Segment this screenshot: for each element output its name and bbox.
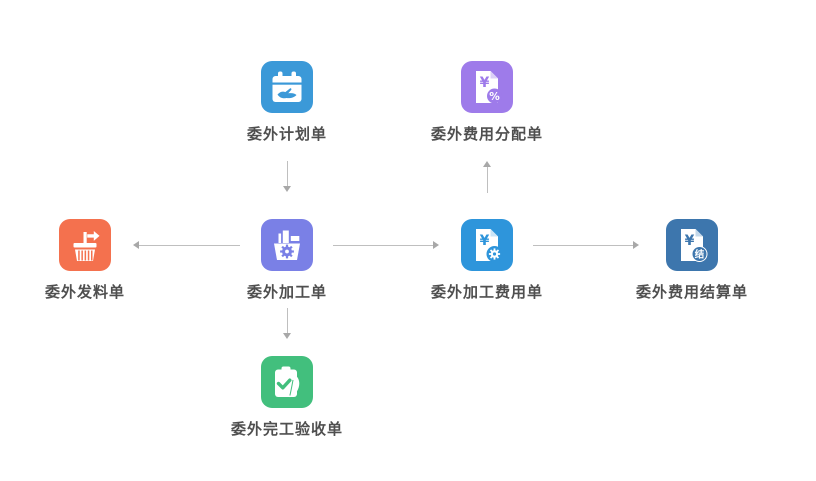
svg-text:¥: ¥ — [480, 233, 490, 249]
svg-text:¥: ¥ — [480, 75, 490, 91]
basket-out-icon[interactable] — [59, 219, 111, 271]
node-processing[interactable]: 委外加工单 — [207, 219, 367, 302]
svg-text:结: 结 — [694, 249, 705, 261]
node-label-processing: 委外加工单 — [246, 284, 327, 301]
node-label-plan: 委外计划单 — [246, 126, 327, 143]
node-label-cost-settlement: 委外费用结算单 — [635, 284, 748, 301]
node-label-processing-cost: 委外加工费用单 — [430, 284, 543, 301]
yuan-settle-doc-icon[interactable]: ¥ 结 — [666, 219, 718, 271]
calendar-hand-glyph — [272, 71, 302, 102]
node-material-issue[interactable]: 委外发料单 — [5, 219, 165, 302]
node-cost-allocation[interactable]: ¥ % 委外费用分配单 — [407, 61, 567, 144]
node-plan[interactable]: 委外计划单 — [207, 61, 367, 144]
yuan-gear-doc-glyph: ¥ — [476, 229, 503, 262]
calendar-hand-icon[interactable] — [261, 61, 313, 113]
svg-text:%: % — [489, 91, 500, 103]
bin-gear-glyph — [274, 230, 300, 260]
clipboard-check-glyph — [275, 366, 300, 398]
yuan-gear-doc-icon[interactable]: ¥ — [461, 219, 513, 271]
node-label-material-issue: 委外发料单 — [44, 284, 125, 301]
clipboard-check-icon[interactable] — [261, 356, 313, 408]
node-cost-settlement[interactable]: ¥ 结 委外费用结算单 — [612, 219, 772, 302]
bin-gear-icon[interactable] — [261, 219, 313, 271]
yuan-percent-doc-glyph: ¥ % — [476, 71, 502, 104]
node-acceptance[interactable]: 委外完工验收单 — [207, 356, 367, 439]
node-processing-cost[interactable]: ¥ 委外加工费用单 — [407, 219, 567, 302]
node-label-acceptance: 委外完工验收单 — [230, 421, 343, 438]
yuan-percent-doc-icon[interactable]: ¥ % — [461, 61, 513, 113]
svg-text:¥: ¥ — [685, 233, 695, 249]
yuan-settle-doc-glyph: ¥ 结 — [681, 229, 708, 262]
node-label-cost-allocation: 委外费用分配单 — [430, 126, 543, 143]
basket-out-glyph — [73, 231, 100, 261]
